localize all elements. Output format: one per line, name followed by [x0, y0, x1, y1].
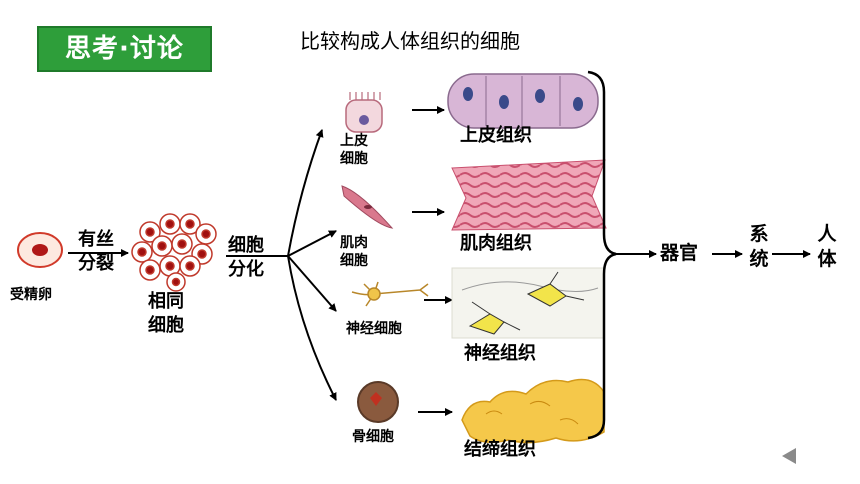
- bone-cell-label: 骨细胞: [352, 429, 394, 445]
- same-cells-cluster-image: [131, 213, 217, 292]
- zygote-label: 受精卵: [10, 287, 52, 303]
- previous-slide-icon[interactable]: [782, 448, 796, 464]
- cell-to-tissue-arrows: [412, 106, 453, 416]
- connective-tissue-label: 结缔组织: [464, 439, 536, 460]
- epithelial-cell-image: [345, 92, 383, 133]
- nerve-cell-label: 神经细胞: [346, 321, 402, 337]
- epithelial-cell-label: 上皮 细胞: [340, 133, 368, 167]
- discussion-badge: 思考·讨论: [37, 26, 212, 72]
- body-label: 人体: [817, 223, 837, 270]
- bone-cell-image: [357, 381, 399, 423]
- organ-label: 器官: [660, 242, 699, 264]
- nerve-tissue-label: 神经组织: [464, 343, 536, 364]
- nerve-cell-image: [351, 281, 429, 307]
- differentiation-arrows: [287, 129, 337, 401]
- connective-tissue-image: [461, 378, 605, 444]
- muscle-tissue-label: 肌肉组织: [460, 233, 532, 254]
- same-cells-label: 相同 细胞: [148, 291, 184, 336]
- page-title: 比较构成人体组织的细胞: [300, 29, 520, 53]
- zygote-cell-image: [17, 232, 63, 268]
- muscle-cell-label: 肌肉 细胞: [340, 235, 368, 269]
- muscle-cell-image: [341, 185, 394, 229]
- system-label: 系统: [749, 223, 769, 270]
- nerve-tissue-image: [451, 267, 605, 339]
- muscle-tissue-image: [451, 159, 607, 231]
- epithelial-tissue-image: [447, 73, 599, 129]
- epithelial-tissue-label: 上皮组织: [460, 125, 532, 146]
- mitosis-label: 有丝 分裂: [78, 229, 114, 274]
- differentiation-label: 细胞 分化: [228, 235, 264, 280]
